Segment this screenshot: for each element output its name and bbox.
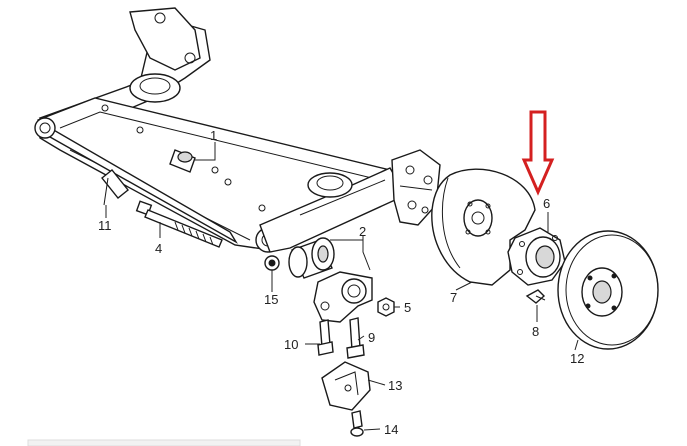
brake-disc-12 bbox=[557, 230, 659, 350]
callout-12: 12 bbox=[570, 351, 584, 366]
bolt-9 bbox=[346, 317, 365, 359]
bolt-10 bbox=[317, 319, 334, 356]
callout-9: 9 bbox=[368, 330, 375, 345]
callout-14: 14 bbox=[384, 422, 398, 437]
wheel-hub-6 bbox=[507, 227, 566, 286]
nut-15 bbox=[264, 255, 280, 271]
callout-8: 8 bbox=[532, 324, 539, 339]
callout-2: 2 bbox=[359, 224, 366, 239]
bracket-11 bbox=[101, 169, 129, 206]
callout-1: 1 bbox=[210, 128, 217, 143]
callout-labels: 1 2 4 5 6 7 8 9 10 11 12 13 14 15 bbox=[98, 128, 584, 437]
callout-5: 5 bbox=[404, 300, 411, 315]
bolt-8 bbox=[525, 289, 546, 304]
bushing-bracket bbox=[313, 271, 373, 323]
nut-5 bbox=[377, 297, 395, 317]
callout-13: 13 bbox=[388, 378, 402, 393]
highlight-arrow bbox=[521, 110, 555, 196]
leader-lines bbox=[105, 142, 579, 431]
bracket-13 bbox=[321, 361, 371, 411]
bolt-4 bbox=[135, 200, 223, 248]
callout-6: 6 bbox=[543, 196, 550, 211]
callout-4: 4 bbox=[155, 241, 162, 256]
callout-7: 7 bbox=[450, 290, 457, 305]
callout-11: 11 bbox=[98, 218, 112, 233]
bushing-2 bbox=[288, 237, 335, 279]
axle-beam bbox=[34, 7, 441, 253]
screw-14 bbox=[350, 410, 364, 437]
callout-10: 10 bbox=[284, 337, 298, 352]
bottom-edge-bar bbox=[27, 439, 301, 446]
callout-15: 15 bbox=[264, 292, 278, 307]
